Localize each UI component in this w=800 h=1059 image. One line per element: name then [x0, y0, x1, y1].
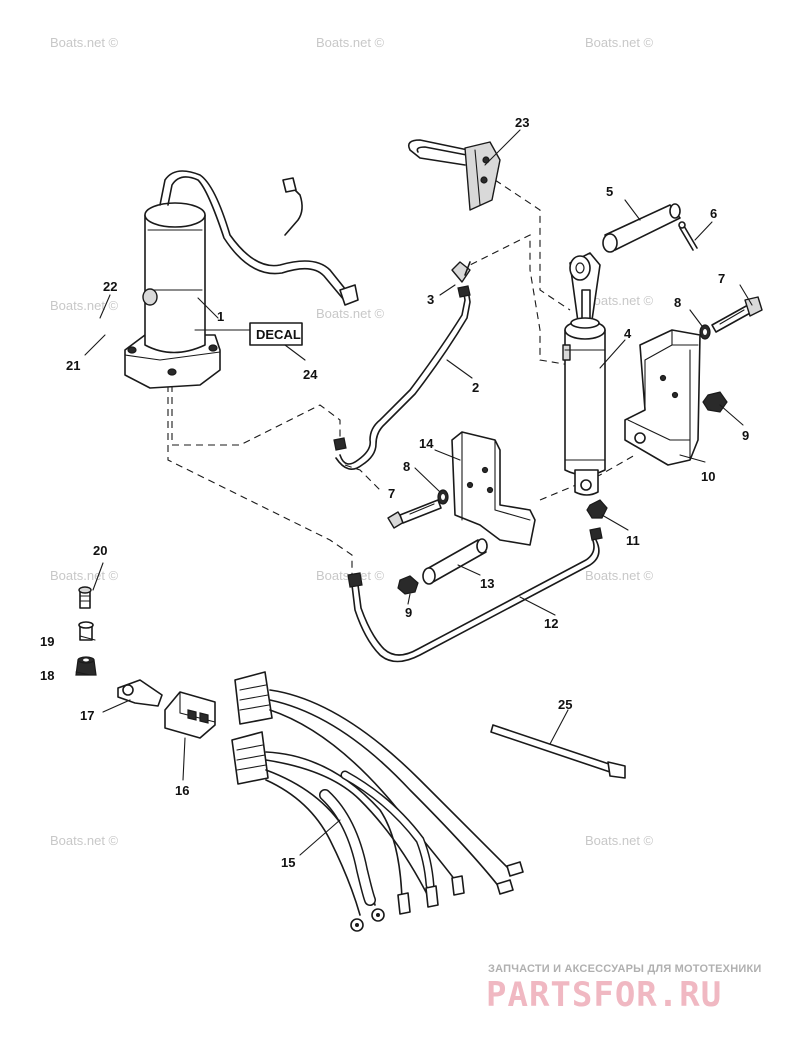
callout-number: 15: [281, 855, 295, 870]
callout-number: 11: [626, 533, 640, 548]
pivot-pin: [602, 203, 681, 253]
callout-number: 20: [93, 543, 107, 558]
bolt-upper: [711, 296, 763, 333]
watermark: Boats.net ©: [50, 298, 119, 313]
decal-callout: DECAL: [194, 322, 303, 346]
callout-number: 23: [515, 115, 529, 130]
watermark: Boats.net ©: [316, 306, 385, 321]
callout-number: 13: [480, 576, 494, 591]
grommet: [75, 656, 97, 676]
trim-cylinder: [562, 252, 606, 496]
mount-bracket: [451, 431, 536, 546]
callout-number: 25: [558, 697, 572, 712]
footer-brand-logo: PARTSFOR.RU: [486, 975, 723, 1015]
hydraulic-line-lower: [347, 527, 603, 663]
bolt-lower: [387, 499, 442, 529]
callout-number: 16: [175, 783, 189, 798]
callout-number: 2: [472, 380, 479, 395]
callout-number: 9: [742, 428, 749, 443]
cotter-pin: [678, 221, 698, 251]
callout-number: 24: [303, 367, 318, 382]
bracket-clip: [407, 139, 501, 211]
callout-number: 8: [403, 459, 410, 474]
leader-lines: [75, 129, 753, 856]
footer-tagline: ЗАПЧАСТИ И АКСЕССУАРЫ ДЛЯ МОТОТЕХНИКИ: [488, 963, 762, 975]
callout-numbers: 23 5 6 7 8 22 1 3 4 21 24 2 9 14 8 10 7 …: [40, 115, 749, 870]
nut-cylinder: [586, 499, 608, 519]
callout-number: 12: [544, 616, 558, 631]
callout-number: 3: [427, 292, 434, 307]
callout-number: 1: [217, 309, 224, 324]
watermark: Boats.net ©: [585, 833, 654, 848]
callout-number: 7: [388, 486, 395, 501]
watermark: Boats.net ©: [585, 568, 654, 583]
callout-number: 18: [40, 668, 54, 683]
wiring-harness: [231, 671, 524, 932]
callout-number: 6: [710, 206, 717, 221]
watermark: Boats.net ©: [50, 833, 119, 848]
callout-number: 8: [674, 295, 681, 310]
callout-number: 17: [80, 708, 94, 723]
assembly-lines: [167, 179, 636, 575]
callout-number: 4: [624, 326, 632, 341]
watermark: Boats.net ©: [585, 293, 654, 308]
hose-fitting: [451, 261, 471, 283]
hydraulic-line-upper: [333, 285, 471, 470]
callout-number: 21: [66, 358, 80, 373]
callout-number: 10: [701, 469, 715, 484]
decal-label: DECAL: [256, 327, 301, 342]
watermark: Boats.net ©: [316, 35, 385, 50]
pump-motor-assembly: [124, 170, 359, 389]
lower-pin: [422, 538, 488, 585]
callout-number: 5: [606, 184, 613, 199]
callout-number: 14: [419, 436, 434, 451]
nut-lower: [397, 575, 419, 595]
cable-tie: [490, 724, 626, 779]
nut-upper: [702, 391, 728, 413]
decal-box: [249, 322, 303, 346]
transom-bracket: [624, 329, 701, 466]
screw: [78, 586, 92, 609]
callout-number: 9: [405, 605, 412, 620]
watermark: Boats.net ©: [50, 35, 119, 50]
washer-lower: [437, 489, 449, 505]
retaining-clip: [117, 679, 163, 707]
callout-number: 7: [718, 271, 725, 286]
washer-upper: [699, 324, 711, 340]
callout-number: 22: [103, 279, 117, 294]
watermark-layer: Boats.net © Boats.net © Boats.net © Boat…: [50, 35, 654, 848]
connector-block: [164, 691, 216, 739]
watermark: Boats.net ©: [585, 35, 654, 50]
callout-number: 19: [40, 634, 54, 649]
watermark: Boats.net ©: [50, 568, 119, 583]
